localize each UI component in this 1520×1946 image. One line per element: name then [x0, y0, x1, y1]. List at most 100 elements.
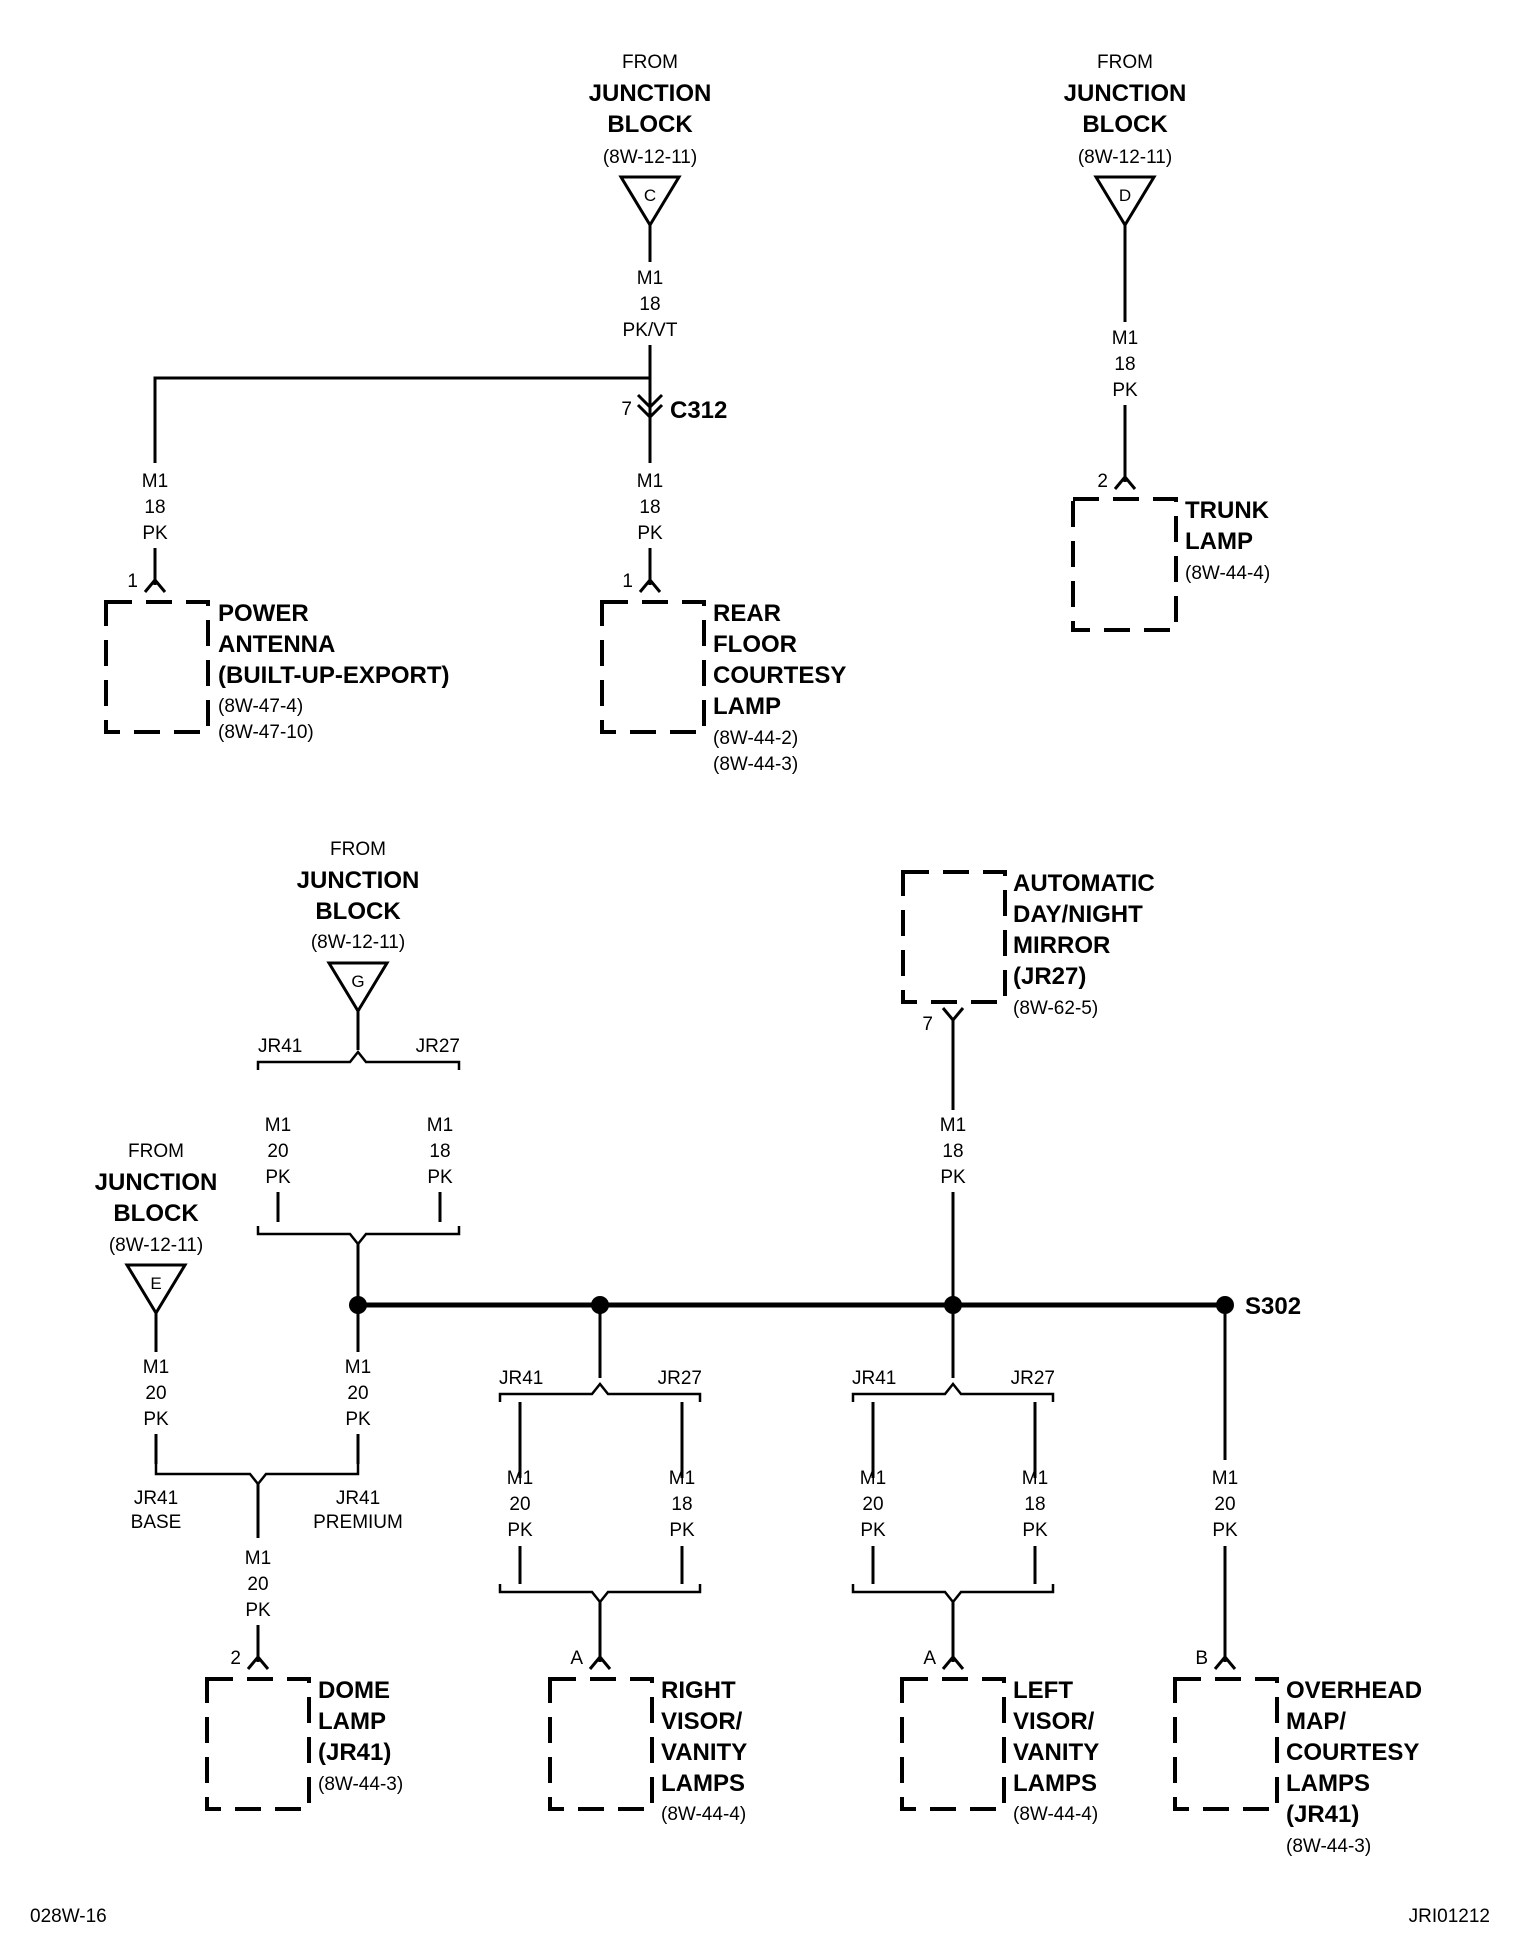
left-visor-vanity-lamps-component	[900, 1677, 1006, 1811]
source-ref: (8W-12-11)	[311, 932, 405, 953]
connector-pin: 7	[621, 399, 632, 420]
footer-left-code: 028W-16	[30, 1906, 107, 1927]
component-name-line: ANTENNA	[218, 631, 335, 658]
component-ref: (8W-44-3)	[713, 754, 798, 775]
block-label: BLOCK	[113, 1200, 199, 1227]
wire-label-dome: M1 20 PK	[245, 1548, 271, 1621]
junction-block-source-g: FROM JUNCTION BLOCK (8W-12-11) G	[297, 839, 419, 1014]
from-label: FROM	[330, 839, 386, 860]
component-name-line: DOME	[318, 1677, 390, 1704]
component-name-line: VANITY	[661, 1739, 747, 1766]
wire-gauge: 20	[347, 1383, 368, 1404]
dome-lamp-label: DOME LAMP (JR41) (8W-44-3)	[318, 1677, 403, 1795]
block-label: BLOCK	[607, 111, 693, 138]
component-ref: (8W-44-3)	[318, 1774, 403, 1795]
wire-label-mirror: M1 18 PK	[940, 1115, 966, 1188]
component-ref: (8W-47-4)	[218, 696, 303, 717]
component-name-line: LAMPS	[1013, 1770, 1097, 1797]
pin-terminal	[1213, 1654, 1237, 1670]
source-triangle	[124, 1263, 188, 1316]
component-name-line: MAP/	[1286, 1708, 1346, 1735]
right-visor-label: RIGHT VISOR/ VANITY LAMPS (8W-44-4)	[661, 1677, 747, 1825]
wire-gauge: 18	[1114, 354, 1135, 375]
wire-circuit: M1	[1022, 1468, 1048, 1489]
wire-circuit: M1	[1112, 328, 1138, 349]
option-jr41-premium: JR41	[336, 1488, 380, 1509]
wire-circuit: M1	[507, 1468, 533, 1489]
option-bracket-bottom	[256, 1226, 461, 1247]
wire-label-antenna: M1 18 PK	[142, 471, 168, 544]
wire-gauge: 18	[429, 1141, 450, 1162]
option-jr41: JR41	[499, 1368, 543, 1389]
footer-right-code: JRI01212	[1409, 1906, 1490, 1927]
option-bracket-bottom	[498, 1584, 702, 1605]
wire-color: PK	[345, 1409, 371, 1430]
splice-name: S302	[1245, 1293, 1301, 1320]
block-label: BLOCK	[315, 898, 401, 925]
wire-gauge: 20	[509, 1494, 530, 1515]
pin-terminal	[638, 577, 662, 593]
wire-color: PK	[940, 1167, 966, 1188]
component-name-line: VISOR/	[661, 1708, 743, 1735]
wire-color: PK	[143, 1409, 169, 1430]
wire-gauge: 20	[1214, 1494, 1235, 1515]
trunk-lamp-component	[1071, 497, 1178, 632]
pin-label: B	[1195, 1648, 1208, 1669]
overhead-label: OVERHEAD MAP/ COURTESY LAMPS (JR41) (8W-…	[1286, 1677, 1422, 1857]
wire-label-g-jr27: M1 18 PK	[427, 1115, 453, 1188]
component-name-line: (BUILT-UP-EXPORT)	[218, 662, 450, 689]
component-name-line: AUTOMATIC	[1013, 870, 1155, 897]
pin-label: 7	[922, 1014, 933, 1035]
wire-circuit: M1	[265, 1115, 291, 1136]
wire-circuit: M1	[860, 1468, 886, 1489]
component-ref: (8W-62-5)	[1013, 998, 1098, 1019]
option-bracket-top	[498, 1381, 702, 1402]
power-antenna-label: POWER ANTENNA (BUILT-UP-EXPORT) (8W-47-4…	[218, 600, 450, 743]
wire-color: PK	[1112, 380, 1138, 401]
wire-color: PK	[637, 523, 663, 544]
wire-gauge: 18	[671, 1494, 692, 1515]
pin-terminal	[246, 1654, 270, 1670]
component-name-line: FLOOR	[713, 631, 797, 658]
wire-color: PK	[142, 523, 168, 544]
component-name-line: TRUNK	[1185, 497, 1270, 524]
component-name-line: DAY/NIGHT	[1013, 901, 1143, 928]
source-letter: G	[351, 972, 364, 991]
wire-label-splice-left: M1 20 PK	[345, 1357, 371, 1430]
wire-gauge: 20	[145, 1383, 166, 1404]
option-bracket-dome	[154, 1464, 360, 1487]
option-bracket-top	[851, 1381, 1055, 1402]
wire-color: PK	[669, 1520, 695, 1541]
source-letter: E	[150, 1274, 161, 1293]
component-name-line: VANITY	[1013, 1739, 1099, 1766]
component-ref: (8W-44-4)	[1185, 563, 1270, 584]
trunk-lamp-label: TRUNK LAMP (8W-44-4)	[1185, 497, 1270, 584]
source-ref: (8W-12-11)	[109, 1235, 203, 1256]
pin-terminal	[588, 1654, 612, 1670]
wire-label-rv-jr41: M1 20 PK	[507, 1468, 533, 1541]
power-antenna-component	[104, 600, 210, 734]
wire-gauge: 18	[942, 1141, 963, 1162]
mirror-label: AUTOMATIC DAY/NIGHT MIRROR (JR27) (8W-62…	[1013, 870, 1155, 1019]
connector-name: C312	[670, 397, 727, 424]
component-name-line: REAR	[713, 600, 781, 627]
junction-label: JUNCTION	[1064, 80, 1187, 107]
option-jr27: JR27	[658, 1368, 702, 1389]
wire-circuit: M1	[345, 1357, 371, 1378]
component-name-line: LAMPS	[1286, 1770, 1370, 1797]
pin-terminal	[143, 577, 167, 593]
pin-terminal	[1113, 474, 1137, 490]
junction-block-source-c: FROM JUNCTION BLOCK (8W-12-11) C	[589, 52, 711, 228]
component-name-line: COURTESY	[1286, 1739, 1419, 1766]
source-triangle	[1093, 175, 1157, 228]
block-label: BLOCK	[1082, 111, 1168, 138]
wire-color: PK	[245, 1600, 271, 1621]
wire-circuit: M1	[427, 1115, 453, 1136]
wire-circuit: M1	[637, 268, 663, 289]
rear-floor-courtesy-lamp-component	[600, 600, 706, 734]
pin-label: 2	[230, 1648, 241, 1669]
wire-color: PK	[427, 1167, 453, 1188]
junction-block-source-d: FROM JUNCTION BLOCK (8W-12-11) D	[1064, 52, 1187, 228]
option-jr41: JR41	[258, 1036, 302, 1057]
